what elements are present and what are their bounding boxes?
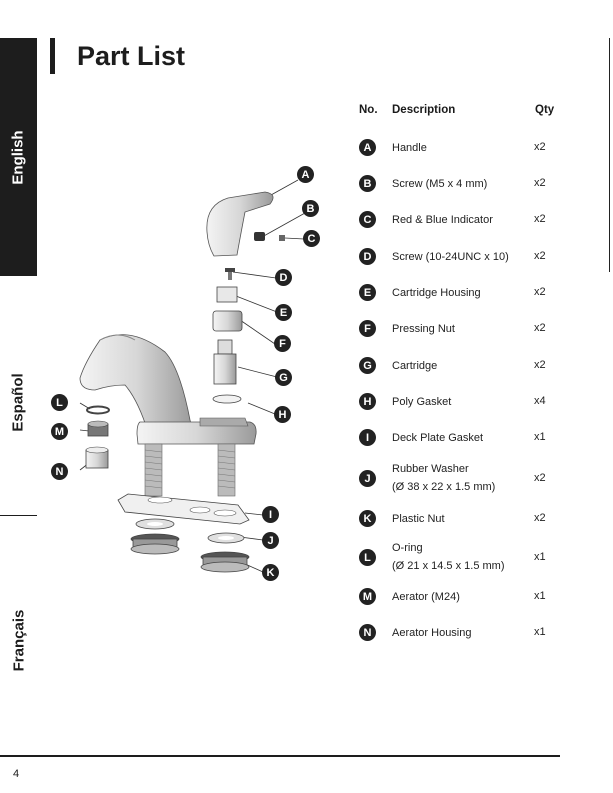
part-letter-badge: L (359, 549, 376, 566)
callout-m: M (51, 423, 68, 440)
parts-row: B Screw (M5 x 4 mm) x2 (357, 175, 577, 209)
sidebar-tab-francais[interactable]: Français (0, 540, 37, 740)
callout-c: C (303, 230, 320, 247)
callout-b: B (302, 200, 319, 217)
part-qty: x2 (534, 322, 546, 334)
callout-j: J (262, 532, 279, 549)
part-qty: x2 (534, 141, 546, 153)
parts-row: K Plastic Nut x2 (357, 510, 577, 544)
part-letter-badge: J (359, 470, 376, 487)
faucet-exploded-diagram (79, 179, 306, 573)
part-description-detail: (Ø 38 x 22 x 1.5 mm) (392, 481, 496, 493)
parts-row: N Aerator Housing x1 (357, 624, 577, 658)
part-description-detail: (Ø 21 x 14.5 x 1.5 mm) (392, 560, 505, 572)
part-description: Handle (392, 142, 427, 154)
parts-row: M Aerator (M24) x1 (357, 588, 577, 622)
parts-row: H Poly Gasket x4 (357, 393, 577, 427)
part-qty: x2 (534, 213, 546, 225)
part-qty: x2 (534, 359, 546, 371)
part-letter-badge: M (359, 588, 376, 605)
part-letter-badge: E (359, 284, 376, 301)
sidebar-tab-espanol[interactable]: Español (0, 290, 37, 516)
callout-g: G (275, 369, 292, 386)
part-qty: x2 (534, 512, 546, 524)
callout-f: F (274, 335, 291, 352)
footer-rule (0, 755, 560, 757)
part-qty: x2 (534, 177, 546, 189)
callout-e: E (275, 304, 292, 321)
callout-k: K (262, 564, 279, 581)
part-qty: x2 (534, 472, 546, 484)
part-letter-badge: B (359, 175, 376, 192)
page-number: 4 (13, 768, 20, 780)
part-letter-badge: G (359, 357, 376, 374)
parts-row: J Rubber Washer (Ø 38 x 22 x 1.5 mm) x2 (357, 461, 577, 501)
part-description: Poly Gasket (392, 396, 452, 408)
sidebar-tab-label: English (10, 129, 28, 185)
header-description: Description (392, 104, 456, 116)
part-description: Screw (M5 x 4 mm) (392, 178, 488, 190)
parts-row: D Screw (10-24UNC x 10) x2 (357, 248, 577, 282)
part-description: Cartridge Housing (392, 287, 481, 299)
part-letter-badge: H (359, 393, 376, 410)
part-description: Plastic Nut (392, 513, 445, 525)
part-description: Rubber Washer (392, 463, 469, 475)
parts-row: F Pressing Nut x2 (357, 320, 577, 354)
part-letter-badge: I (359, 429, 376, 446)
page-title: Part List (77, 41, 186, 71)
callout-a: A (297, 166, 314, 183)
part-description: Red & Blue Indicator (392, 214, 493, 226)
title-accent-bar (50, 38, 55, 74)
parts-row: G Cartridge x2 (357, 357, 577, 391)
sidebar-tab-label: Español (10, 373, 28, 432)
part-letter-badge: N (359, 624, 376, 641)
sidebar-tab-english[interactable]: English (0, 38, 37, 276)
parts-row: I Deck Plate Gasket x1 (357, 429, 577, 463)
callout-h: H (274, 406, 291, 423)
part-letter-badge: F (359, 320, 376, 337)
part-description: Deck Plate Gasket (392, 432, 484, 444)
part-qty: x2 (534, 286, 546, 298)
sidebar-tab-label: Français (10, 609, 28, 671)
parts-row: A Handle x2 (357, 139, 577, 173)
part-description: Screw (10-24UNC x 10) (392, 251, 509, 263)
part-letter-badge: K (359, 510, 376, 527)
header-qty: Qty (535, 104, 555, 116)
part-description: Cartridge (392, 360, 438, 372)
part-description: Pressing Nut (392, 323, 455, 335)
part-description: Aerator (M24) (392, 591, 460, 603)
callout-i: I (262, 506, 279, 523)
part-description: Aerator Housing (392, 627, 472, 639)
part-qty: x1 (534, 551, 546, 563)
callout-n: N (51, 463, 68, 480)
callout-l: L (51, 394, 68, 411)
part-qty: x2 (534, 250, 546, 262)
part-description: O-ring (392, 542, 423, 554)
part-letter-badge: D (359, 248, 376, 265)
parts-row: E Cartridge Housing x2 (357, 284, 577, 318)
part-qty: x1 (534, 431, 546, 443)
part-qty: x1 (534, 590, 546, 602)
parts-row: C Red & Blue Indicator x2 (357, 211, 577, 245)
part-letter-badge: C (359, 211, 376, 228)
callout-d: D (275, 269, 292, 286)
header-no: No. (359, 104, 378, 116)
part-letter-badge: A (359, 139, 376, 156)
parts-row: L O-ring (Ø 21 x 14.5 x 1.5 mm) x1 (357, 540, 577, 580)
part-qty: x1 (534, 626, 546, 638)
margin-rule (609, 38, 610, 272)
part-qty: x4 (534, 395, 546, 407)
